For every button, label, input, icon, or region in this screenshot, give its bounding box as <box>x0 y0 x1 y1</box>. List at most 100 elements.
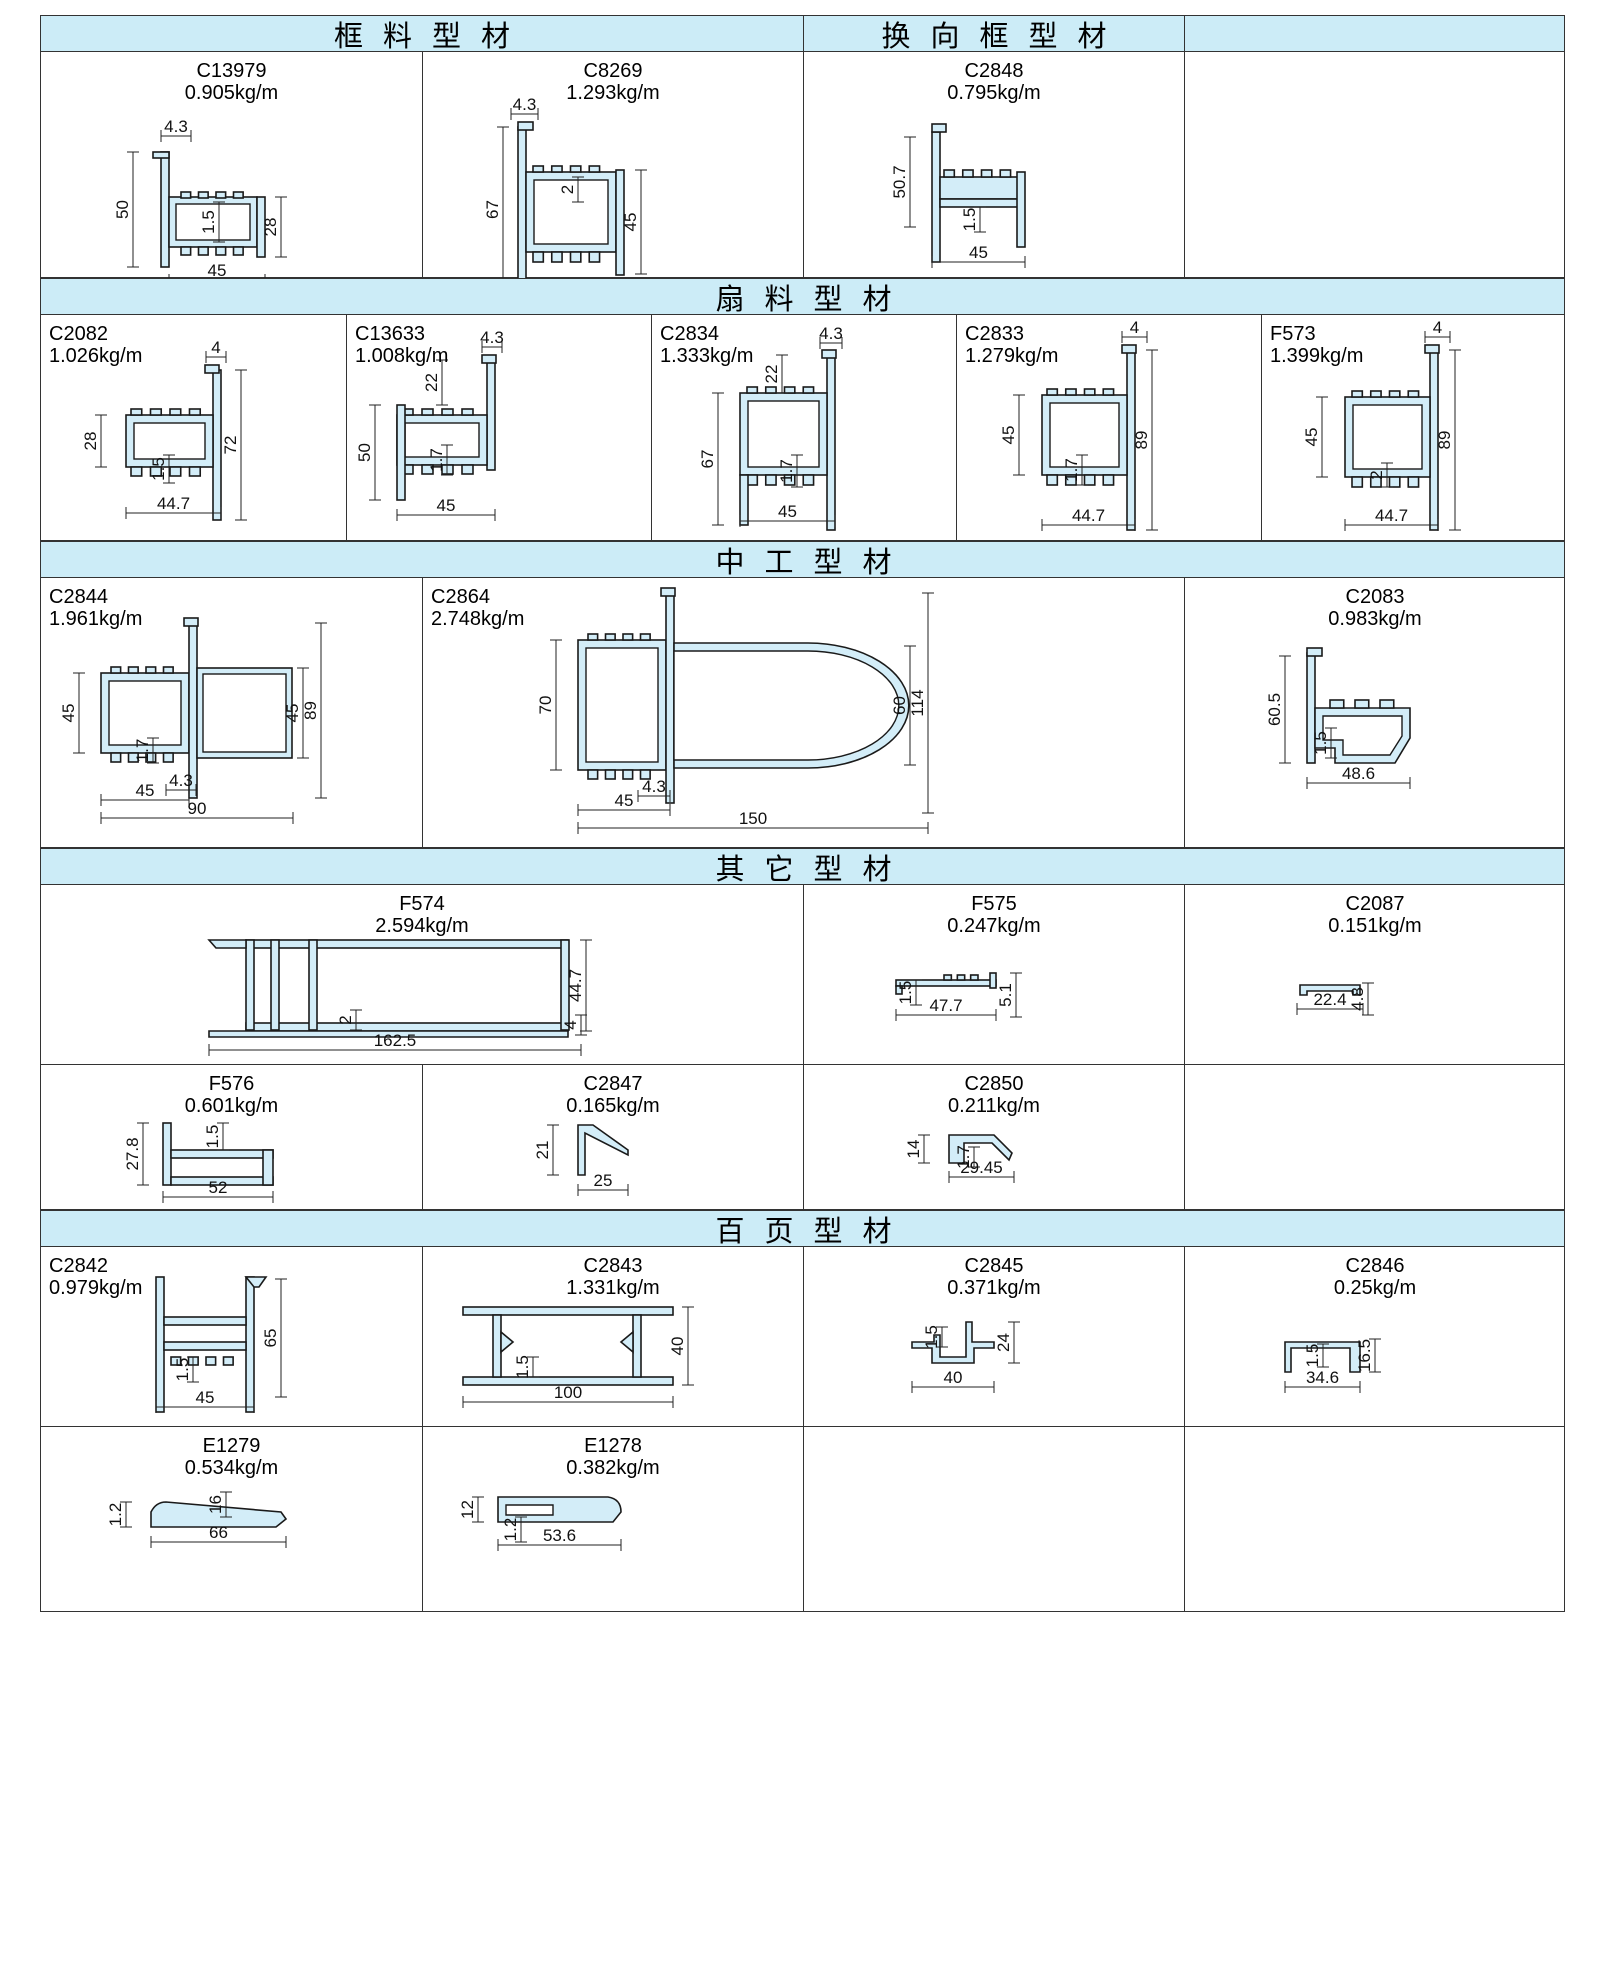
profile-section <box>622 633 634 641</box>
profile-code: C13633 <box>355 323 426 345</box>
profile-section <box>587 769 599 780</box>
profile-section <box>931 131 941 263</box>
profile-section <box>461 464 474 475</box>
dimension-label: 67 <box>483 200 502 219</box>
profile-section <box>956 974 966 981</box>
profile-section <box>1064 388 1077 396</box>
dimension-label: 12 <box>458 1500 477 1519</box>
dimension-label: 45 <box>621 213 640 232</box>
dimension-label: 60.5 <box>1265 693 1284 726</box>
profile-weight: 0.371kg/m <box>947 1277 1041 1299</box>
dimension-label: 89 <box>1435 431 1454 450</box>
profile-section <box>604 769 616 780</box>
dimension-label: 1.7 <box>1062 458 1081 482</box>
dimension-label: 44.7 <box>1375 506 1408 525</box>
dimension-label: 28 <box>261 218 280 237</box>
profile-section <box>127 666 139 674</box>
dimension-label: 16 <box>206 1495 225 1514</box>
profile-code: C2082 <box>49 323 108 345</box>
profile-section <box>1064 474 1077 486</box>
profile-section <box>212 369 222 521</box>
profile-section <box>619 1330 634 1354</box>
profile-section <box>1379 699 1395 709</box>
profile-section <box>939 176 1023 200</box>
profile-drawing: 60.51.548.6 <box>1265 647 1411 789</box>
profile-section <box>169 466 182 477</box>
profile-section <box>517 121 534 131</box>
dimension-label: 28 <box>81 432 100 451</box>
section-header-row: 其它型材 <box>40 848 1565 886</box>
profile-section <box>1369 390 1382 398</box>
profile-section <box>1046 388 1059 396</box>
profile-section <box>911 1321 995 1364</box>
profile-section <box>895 985 903 995</box>
profile-section <box>961 169 974 178</box>
profile-section <box>588 251 601 263</box>
dimension-label: 72 <box>221 436 240 455</box>
profile-section <box>169 408 182 416</box>
profile-section <box>1351 476 1364 488</box>
profile-section <box>180 246 192 256</box>
profile-weight: 2.594kg/m <box>375 915 469 937</box>
profile-section <box>931 123 947 133</box>
profile-code: E1278 <box>584 1435 642 1457</box>
profile-section <box>1049 402 1120 468</box>
dimension-label: 22 <box>422 373 441 392</box>
dimension-label: 29.45 <box>960 1158 1003 1177</box>
profile-section <box>1299 984 1361 996</box>
profile-weight: 1.293kg/m <box>566 82 660 104</box>
profile-section <box>747 400 820 468</box>
profile-section <box>256 196 266 258</box>
dimension-label: 45 <box>437 496 456 515</box>
profile-section <box>764 474 777 486</box>
profile-weight: 1.026kg/m <box>49 345 143 367</box>
profile-card: 4.36724545C82691.293kg/m <box>422 52 803 300</box>
dimension-label: 89 <box>1132 431 1151 450</box>
profile-section <box>215 191 227 199</box>
profile-code: F573 <box>1270 323 1316 345</box>
profile-section <box>127 752 139 763</box>
profile-code: C2864 <box>431 586 490 608</box>
profile-section <box>948 1134 1013 1164</box>
profile-section <box>1121 344 1137 354</box>
profile-section <box>163 1341 247 1351</box>
profile-section <box>1352 404 1423 470</box>
profile-section <box>1102 388 1115 396</box>
profile-section <box>943 974 953 981</box>
profile-section <box>989 972 997 989</box>
profile-section <box>421 408 434 416</box>
dimension-label: 65 <box>261 1329 280 1348</box>
profile-code: F576 <box>208 1073 255 1095</box>
profile-weight: 2.748kg/m <box>431 608 525 630</box>
profile-section <box>550 165 563 173</box>
dimension-label: 44.7 <box>1072 506 1105 525</box>
dimension-label: 45 <box>615 791 634 810</box>
dimension-label: 1.2 <box>106 1503 125 1527</box>
empty-cell <box>1184 52 1565 277</box>
profile-section <box>222 1356 234 1366</box>
dimension-label: 45 <box>283 704 302 723</box>
profile-weight: 0.25kg/m <box>1333 1277 1417 1299</box>
profile-section <box>1407 390 1420 398</box>
profile-section <box>150 1501 288 1528</box>
profile-section <box>461 408 474 416</box>
profile-section <box>175 203 251 241</box>
profile-weight: 0.983kg/m <box>1328 608 1422 630</box>
profile-drawing: 50.71.545 <box>890 123 1026 268</box>
dimension-label: 4 <box>211 338 220 357</box>
